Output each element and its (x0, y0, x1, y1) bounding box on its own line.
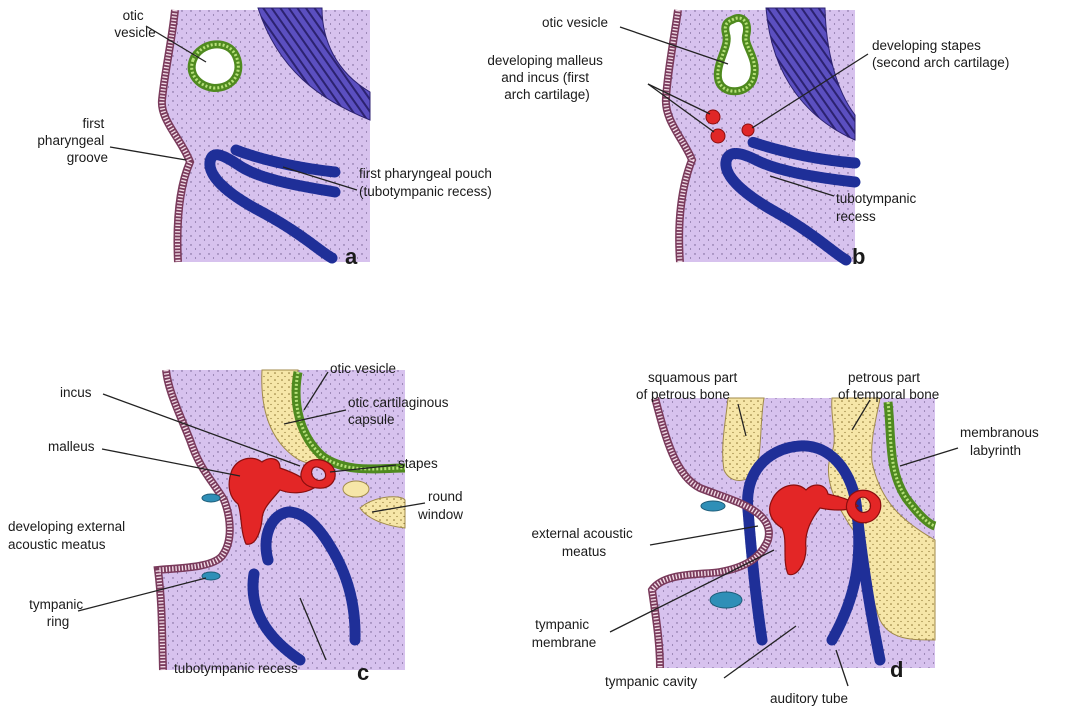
panel-letter-c: c (357, 660, 369, 685)
label-c-tympanic-ring: tympanic ring (29, 597, 87, 629)
label-b-developing-malleus-incus: developing malleus and incus (first arch… (487, 53, 606, 102)
label-c-otic-vesicle: otic vesicle (330, 361, 396, 376)
label-d-tympanic-cavity: tympanic cavity (605, 674, 698, 689)
tympanic-ring-upper (202, 494, 220, 502)
label-b-otic-vesicle: otic vesicle (542, 15, 608, 30)
panel-letter-d: d (890, 657, 903, 682)
label-d-external-acoustic-meatus: external acoustic meatus (531, 526, 636, 559)
label-d-tympanic-membrane: tympanic membrane (532, 617, 597, 650)
cartilage-nodule-1 (343, 481, 369, 497)
panel-c: incus malleus developing external acoust… (8, 361, 466, 685)
panel-b: otic vesicle developing malleus and incu… (487, 8, 1009, 269)
panel-letter-a: a (345, 244, 358, 269)
malleus-primordium (706, 110, 720, 124)
label-c-tubotympanic-recess: tubotympanic recess (174, 661, 298, 676)
otic-vesicle-a (192, 44, 239, 88)
panel-d: squamous part of petrous bone petrous pa… (531, 370, 1042, 706)
label-c-round-window: round window (417, 489, 466, 522)
tympanic-membrane-d (710, 592, 742, 608)
label-c-malleus: malleus (48, 439, 95, 454)
stipple-a (162, 10, 370, 262)
leader-a-groove (110, 147, 186, 160)
label-d-auditory-tube: auditory tube (770, 691, 848, 706)
otic-vesicle-b (718, 18, 755, 91)
stapes-primordium (742, 124, 754, 136)
label-a-first-pharyngeal-groove: first pharyngeal groove (37, 116, 108, 165)
label-a-first-pharyngeal-pouch: first pharyngeal pouch (tubotympanic rec… (359, 166, 496, 199)
label-b-developing-stapes: developing stapes (second arch cartilage… (872, 38, 1009, 70)
label-c-developing-external-acoustic-meatus: developing external acoustic meatus (8, 519, 129, 552)
label-d-membranous-labyrinth: membranous labyrinth (960, 425, 1043, 458)
label-a-otic-vesicle: otic vesicle (114, 8, 155, 40)
label-d-squamous-part: squamous part of petrous bone (636, 370, 741, 402)
label-c-incus: incus (60, 385, 92, 400)
leader-d-external-meatus (650, 526, 758, 545)
panel-letter-b: b (852, 244, 865, 269)
label-c-stapes: stapes (398, 456, 438, 471)
panel-a: otic vesicle first pharyngeal groove fir… (37, 8, 495, 269)
cyan-nodule-d (701, 501, 725, 511)
label-d-petrous-part: petrous part of temporal bone (838, 370, 939, 402)
